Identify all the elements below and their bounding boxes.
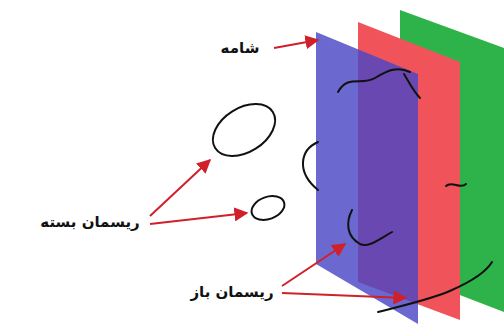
- leader-arrow: [282, 244, 345, 286]
- part-label: ریسمان باز: [188, 283, 275, 301]
- open-string: [378, 262, 492, 312]
- open-string: [404, 74, 420, 98]
- open-string: [348, 210, 392, 245]
- closed-string: [204, 93, 285, 166]
- leader-arrow: [150, 213, 247, 224]
- open-string: [338, 69, 410, 92]
- leader-arrow: [282, 293, 406, 298]
- part-label: شامه: [219, 39, 262, 57]
- open-string: [446, 184, 466, 186]
- part-label: ریسمان بسته: [38, 213, 141, 231]
- leader-arrow: [274, 40, 318, 48]
- open-string: [303, 142, 318, 190]
- leader-arrow: [150, 160, 210, 216]
- closed-string: [248, 192, 287, 224]
- blue-brane: [316, 32, 418, 324]
